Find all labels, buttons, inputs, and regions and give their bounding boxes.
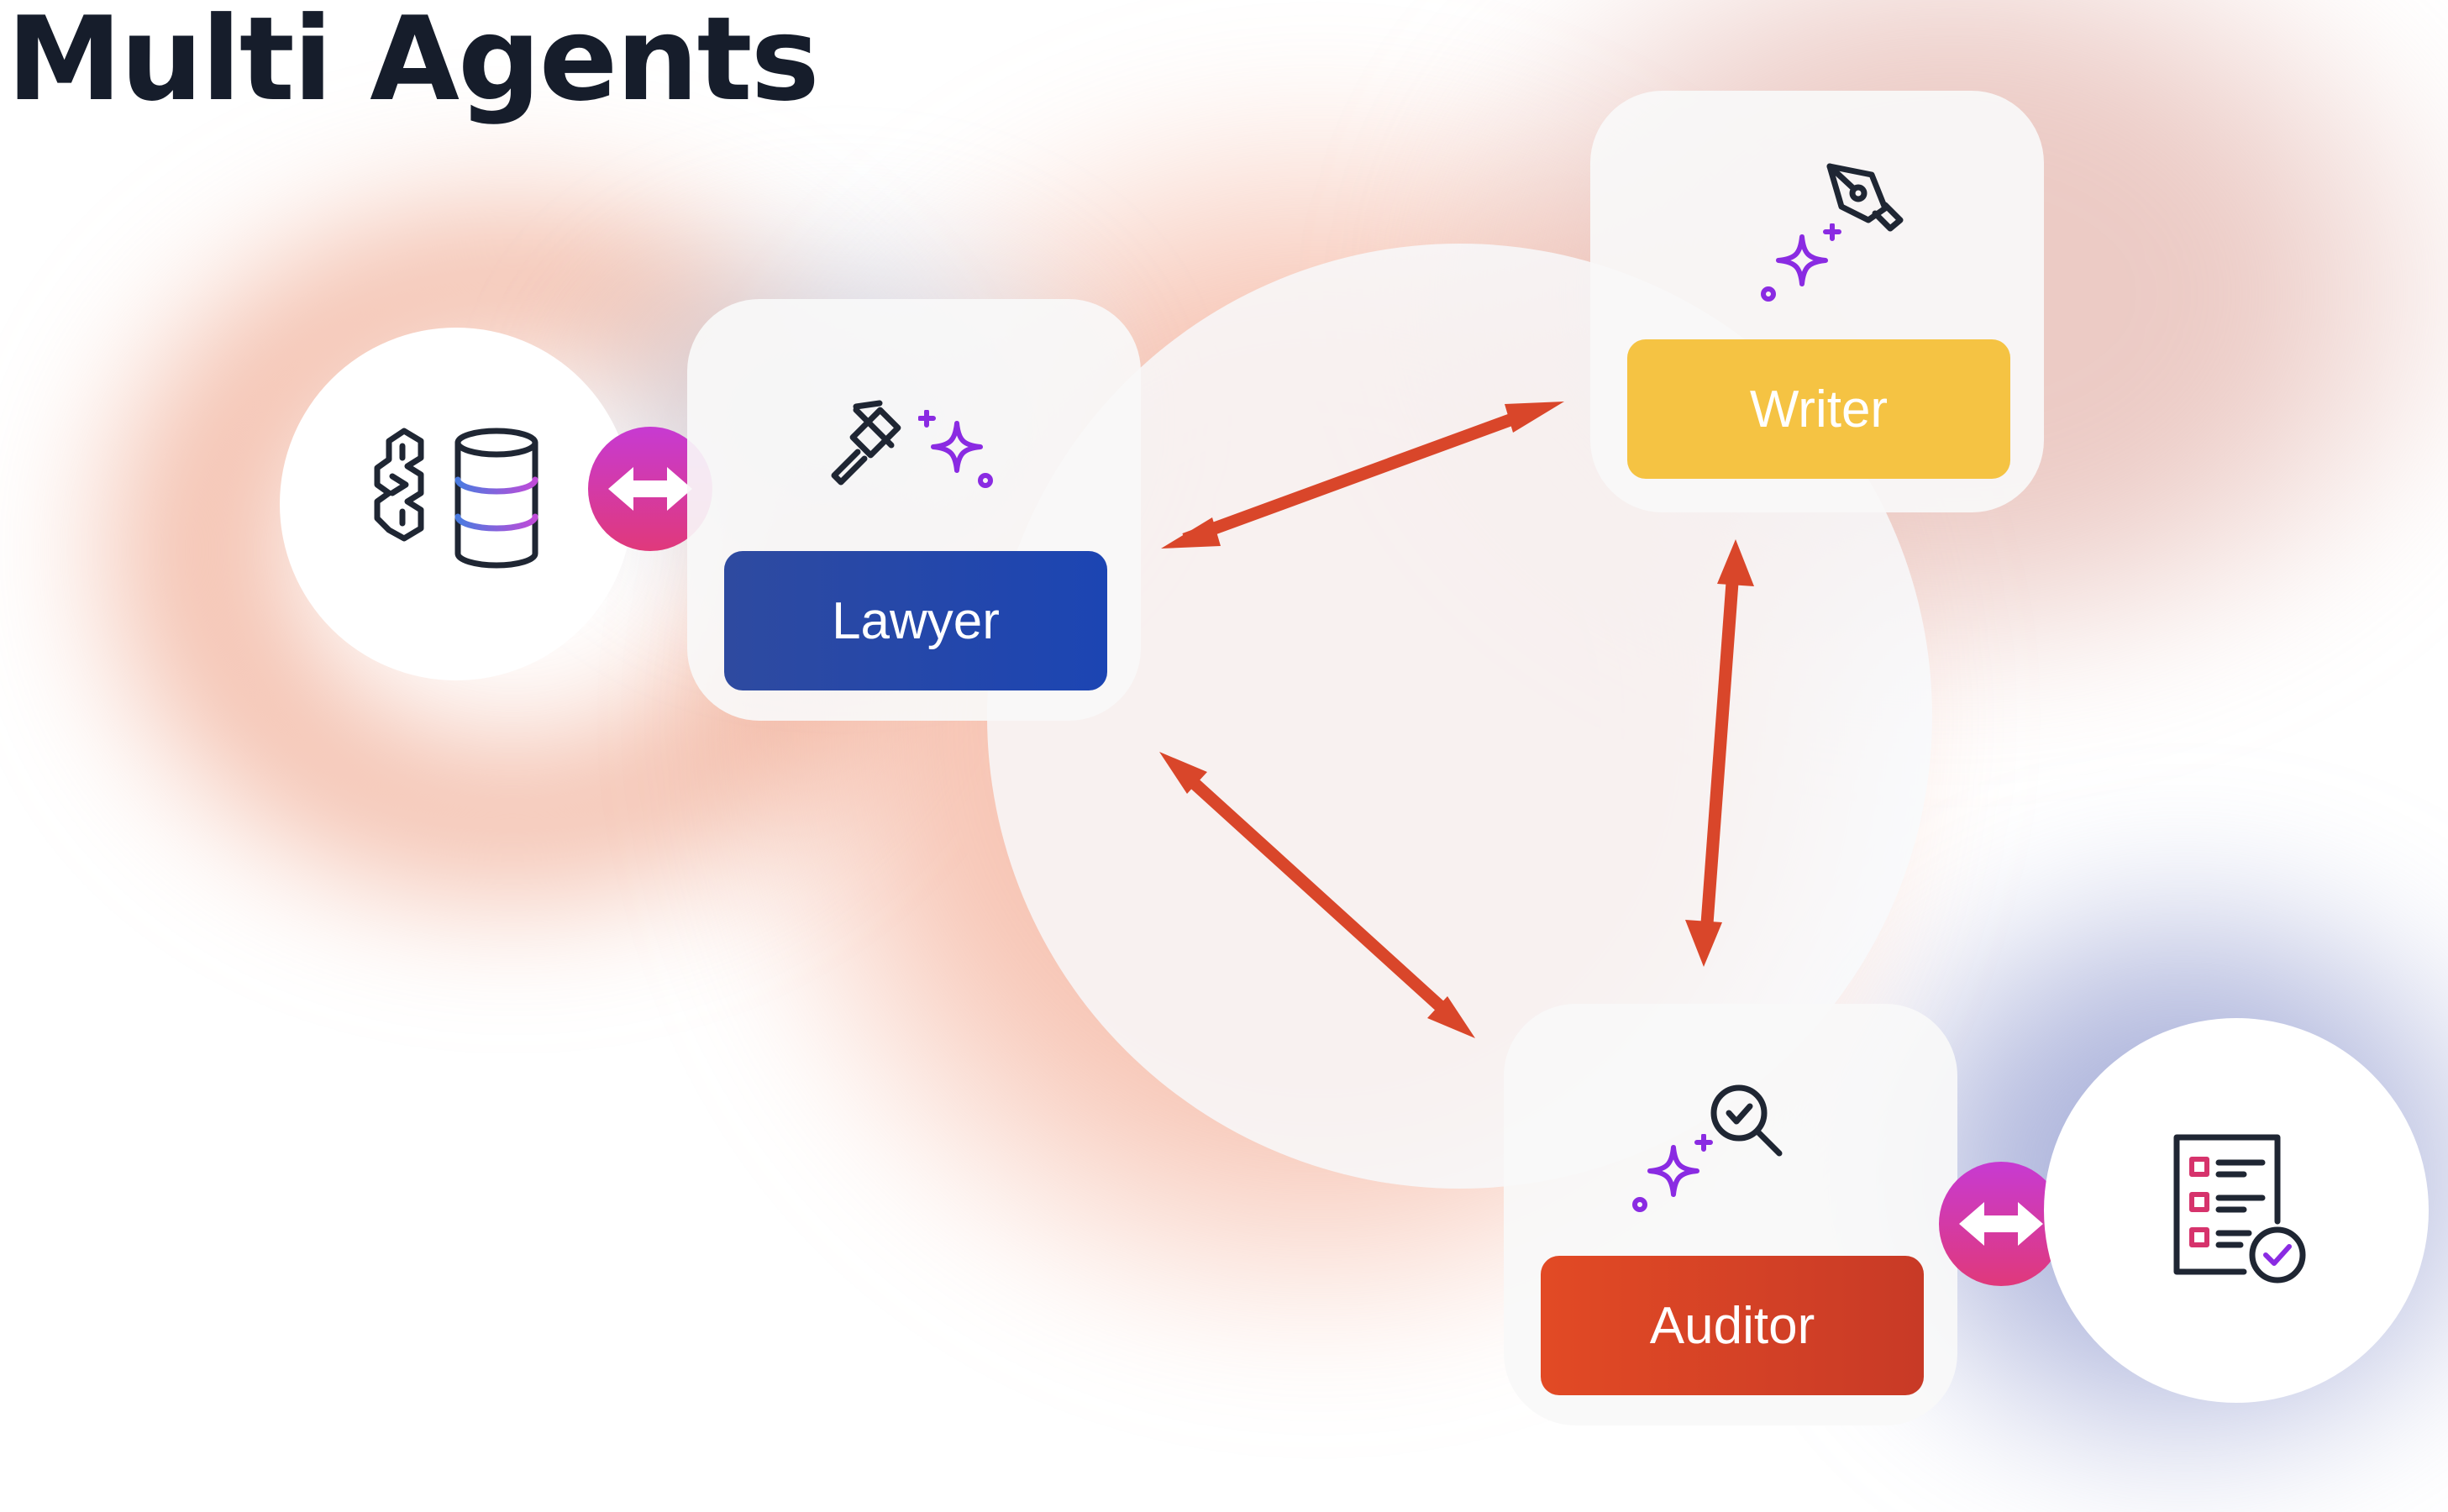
agent-label-writer: Writer bbox=[1627, 339, 2010, 479]
arrow-writer-auditor bbox=[1685, 539, 1754, 967]
double-arrow-icon bbox=[608, 467, 692, 511]
sparkle-icon bbox=[918, 410, 993, 488]
agent-card-writer[interactable]: Writer bbox=[1590, 91, 2044, 512]
connection-arrows bbox=[1159, 402, 1754, 1038]
knowledge-base-circle bbox=[280, 328, 633, 680]
brain-database-icon bbox=[374, 428, 538, 569]
arrow-lawyer-writer bbox=[1161, 402, 1564, 549]
checklist-verified-icon bbox=[2173, 1134, 2306, 1284]
arrow-lawyer-auditor bbox=[1159, 752, 1475, 1038]
agent-card-auditor[interactable]: Auditor bbox=[1504, 1004, 1957, 1425]
pen-nib-icon bbox=[1826, 163, 1904, 232]
agent-label-lawyer: Lawyer bbox=[724, 551, 1107, 690]
page-title: Multi Agents bbox=[7, 0, 820, 127]
double-arrow-icon bbox=[1959, 1202, 2043, 1246]
checklist-circle bbox=[2044, 1018, 2429, 1403]
exchange-badge-checklist bbox=[1939, 1162, 2063, 1286]
agent-label-auditor: Auditor bbox=[1541, 1256, 1924, 1395]
gavel-icon bbox=[831, 400, 901, 486]
sparkle-icon bbox=[1761, 223, 1841, 302]
agent-card-lawyer[interactable]: Lawyer bbox=[687, 299, 1141, 721]
magnifier-check-icon bbox=[1710, 1084, 1783, 1157]
sparkle-icon bbox=[1632, 1134, 1713, 1212]
